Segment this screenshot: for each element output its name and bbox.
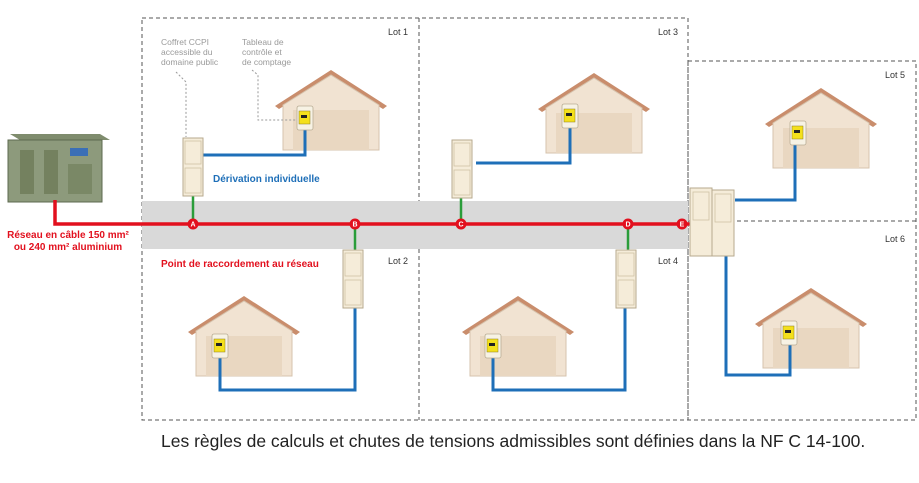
svg-text:domaine public: domaine public (161, 57, 219, 67)
svg-text:accessible du: accessible du (161, 47, 213, 57)
lot-1-label: Lot 1 (388, 27, 408, 37)
point-b-label: B (352, 222, 357, 229)
reseau-label: Réseau en câble 150 mm² ou 240 mm² alumi… (7, 230, 129, 253)
connection-points: A B C D E (187, 218, 688, 230)
lot-6-label: Lot 6 (885, 234, 905, 244)
branch-lines (203, 128, 797, 392)
substation (7, 134, 110, 203)
point-c-label: C (458, 222, 463, 229)
point-d-label: D (625, 222, 630, 229)
cabinet-lots-5-6 (689, 187, 735, 257)
point-a (187, 218, 199, 230)
lot-4-label: Lot 4 (658, 256, 678, 266)
house-lot5 (764, 87, 878, 169)
meter-lot4 (484, 333, 502, 359)
point-d (622, 218, 634, 230)
meter-lot3 (561, 103, 579, 129)
lot-3-label: Lot 3 (658, 27, 678, 37)
lot-2-label: Lot 2 (388, 256, 408, 266)
svg-text:de comptage: de comptage (242, 57, 291, 67)
coffret-annotation: Coffret CCPI accessible du domaine publi… (161, 37, 219, 67)
point-e (676, 218, 688, 230)
lot-5-label: Lot 5 (885, 70, 905, 80)
cabinet-lot3 (451, 139, 473, 199)
house-lot6 (754, 287, 868, 369)
point-c (455, 218, 467, 230)
cabinet-lot2 (342, 249, 364, 309)
meter-lot2 (211, 333, 229, 359)
house-lot4 (461, 295, 575, 377)
house-lot3 (537, 72, 651, 154)
svg-text:contrôle et: contrôle et (242, 47, 282, 57)
svg-text:Tableau de: Tableau de (242, 37, 284, 47)
tableau-annotation: Tableau de contrôle et de comptage (242, 37, 291, 67)
house-lot2 (187, 295, 301, 377)
leader-lines (175, 69, 296, 137)
svg-text:ou 240 mm² aluminium: ou 240 mm² aluminium (14, 242, 122, 253)
derivation-label: Dérivation individuelle (213, 174, 320, 185)
meter-lot5 (789, 120, 807, 146)
raccordement-label: Point de raccordement au réseau (161, 259, 319, 270)
svg-text:Coffret CCPI: Coffret CCPI (161, 37, 209, 47)
house-lot1 (274, 69, 388, 151)
meter-lot6 (780, 320, 798, 346)
caption: Les règles de calculs et chutes de tensi… (161, 431, 866, 451)
svg-text:Réseau en câble 150 mm²: Réseau en câble 150 mm² (7, 230, 129, 241)
meter-lot1 (296, 105, 314, 131)
network-cable (53, 200, 690, 226)
cabinet-lot1 (182, 137, 204, 197)
point-b (349, 218, 361, 230)
cabinet-lot4 (615, 249, 637, 309)
point-a-label: A (190, 222, 195, 229)
point-e-label: E (680, 222, 685, 229)
